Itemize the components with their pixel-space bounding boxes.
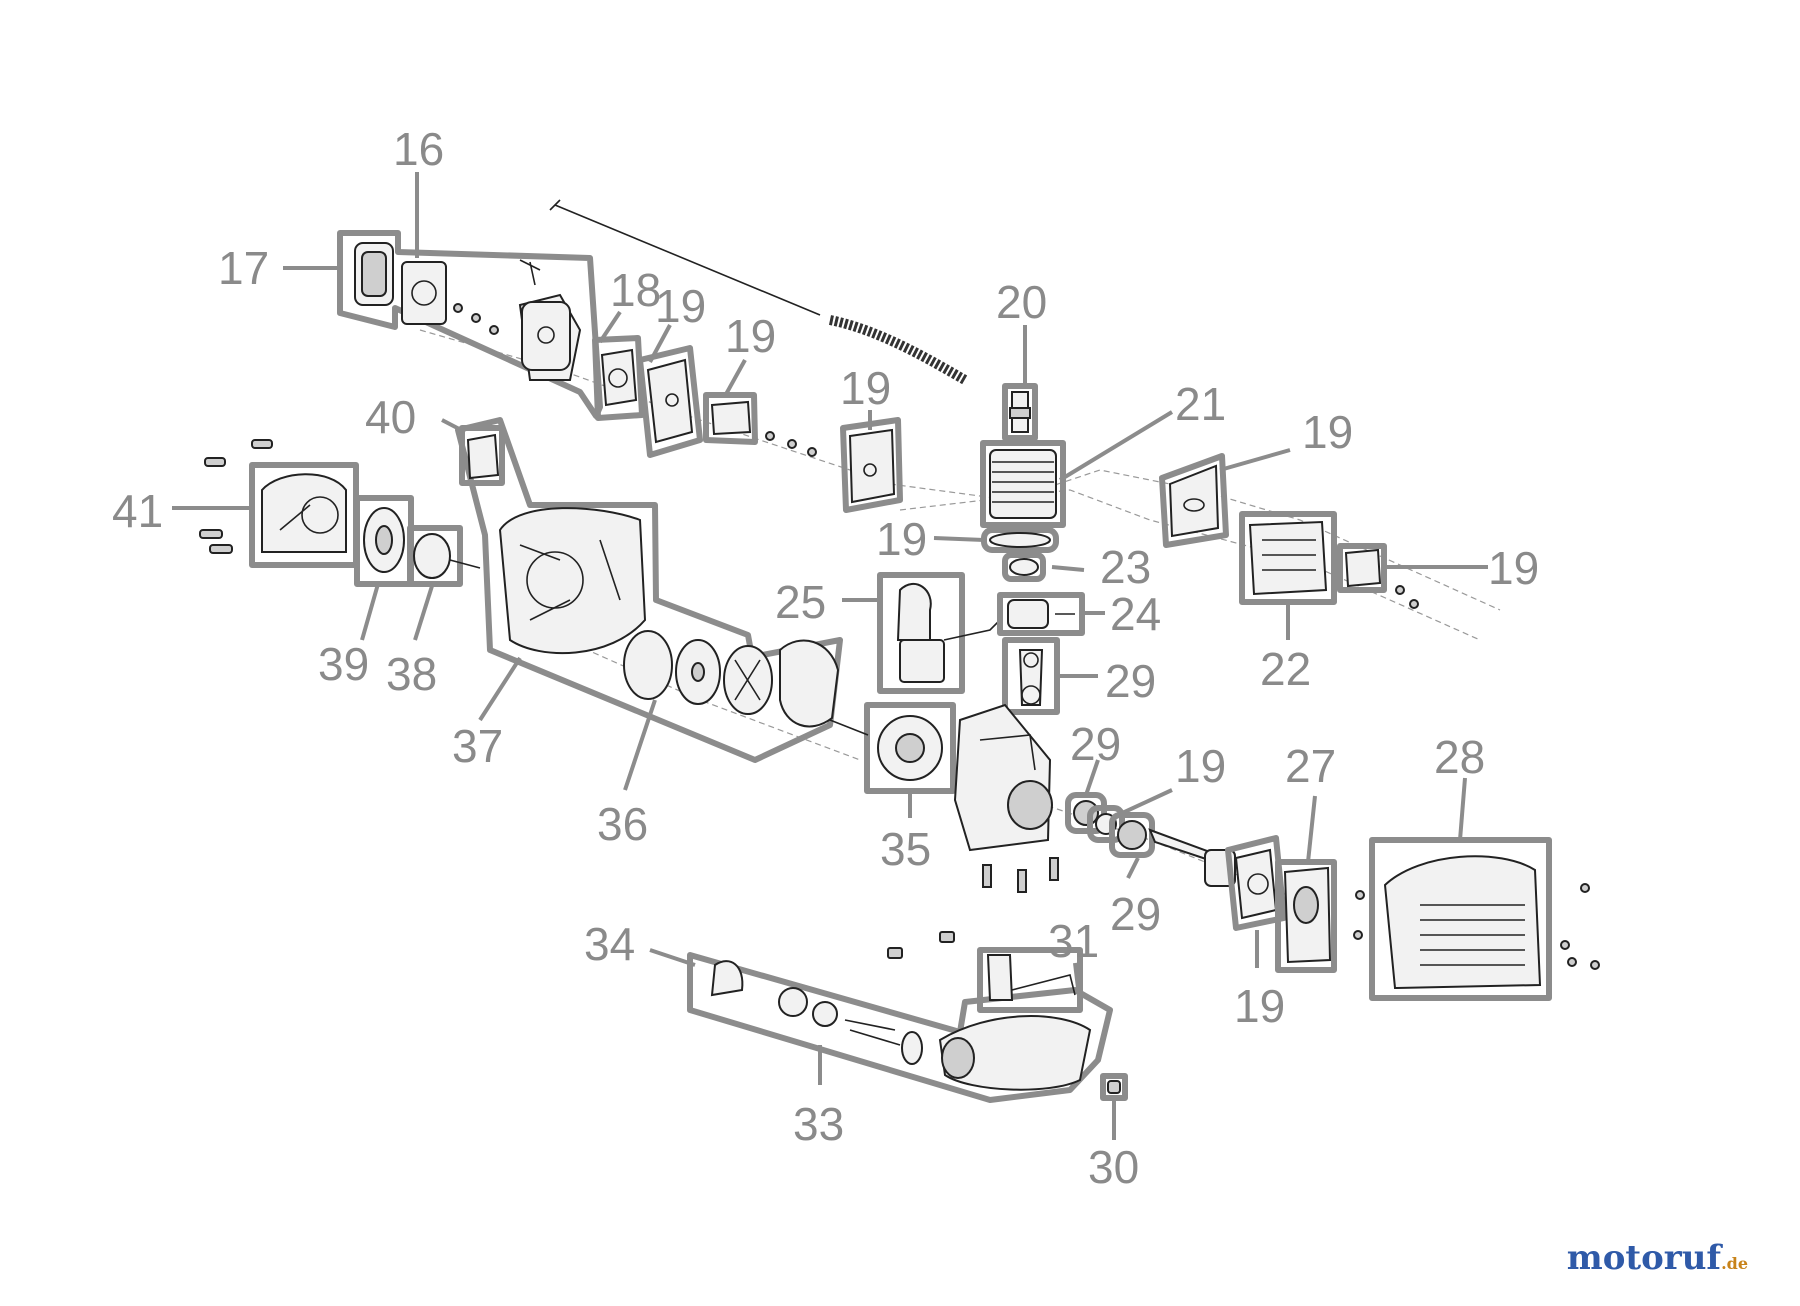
- callout-33: 33: [793, 1098, 844, 1150]
- callout-16: 16: [393, 123, 444, 175]
- callout-19: 19: [840, 362, 891, 414]
- starter-pulley-part: [354, 495, 414, 587]
- callout-19: 19: [655, 280, 706, 332]
- crankcase-half-part: [829, 702, 956, 794]
- watermark-tld: .de: [1721, 1254, 1748, 1273]
- callout-29: 29: [1110, 888, 1161, 940]
- starter-disc-part: [407, 525, 481, 587]
- callout-19: 19: [876, 513, 927, 565]
- callout-39: 39: [318, 638, 369, 690]
- callout-20: 20: [996, 276, 1047, 328]
- watermark-main: motoruf: [1566, 1238, 1722, 1278]
- callout-40: 40: [365, 391, 416, 443]
- crankcase-cover-part: [1275, 859, 1337, 973]
- callout-19: 19: [725, 310, 776, 362]
- ignition-coil-part: [877, 572, 1001, 694]
- spark-plug-part: [1002, 383, 1038, 441]
- carburetor-part: [592, 335, 645, 421]
- callout-17: 17: [218, 242, 269, 294]
- piston-part: [997, 592, 1085, 636]
- callout-35: 35: [880, 823, 931, 875]
- exhaust-flange-gasket: [1337, 543, 1419, 609]
- crankcase-main-part: [953, 703, 1059, 893]
- callout-38: 38: [386, 648, 437, 700]
- callout-30: 30: [1088, 1141, 1139, 1193]
- callout-21: 21: [1175, 378, 1226, 430]
- crankshaft-part: [1148, 828, 1236, 887]
- callout-23: 23: [1100, 541, 1151, 593]
- callout-27: 27: [1285, 740, 1336, 792]
- callout-34: 34: [584, 918, 635, 970]
- callout-25: 25: [775, 576, 826, 628]
- callout-19: 19: [1302, 406, 1353, 458]
- connecting-rod-part: [1002, 637, 1060, 715]
- callout-28: 28: [1434, 731, 1485, 783]
- muffler-part: [1239, 511, 1337, 605]
- callout-19: 19: [1234, 980, 1285, 1032]
- callout-29: 29: [1070, 718, 1121, 770]
- gasket-19c-part: [840, 417, 903, 513]
- cylinder-gaskets: [981, 527, 1059, 582]
- air-filter-group: [337, 230, 603, 419]
- flywheel-assembly-part: [623, 630, 840, 728]
- callout-37: 37: [452, 720, 503, 772]
- callout-19: 19: [1488, 542, 1539, 594]
- callout-19: 19: [1175, 740, 1226, 792]
- callout-31: 31: [1048, 915, 1099, 967]
- callout-24: 24: [1110, 588, 1161, 640]
- muffler-gasket-part: [1159, 453, 1229, 548]
- callout-29: 29: [1105, 655, 1156, 707]
- gasket-lower-part: [1225, 835, 1287, 931]
- recoil-starter-cover-part: [199, 439, 359, 568]
- callout-18: 18: [610, 264, 661, 316]
- engine-cover-part: [1353, 837, 1600, 1001]
- callout-41: 41: [112, 485, 163, 537]
- callout-labels: 16 17 18 19 19 19 20 21 19 19 23 19 22 2…: [112, 123, 1539, 1193]
- fuel-tank-group: [687, 931, 1113, 1103]
- callout-36: 36: [597, 798, 648, 850]
- fuel-cap-part: [1100, 1073, 1128, 1101]
- insulator-19b-part: [703, 392, 817, 457]
- throttle-cable: [549, 199, 968, 385]
- gasket-19a-part: [637, 345, 703, 458]
- motoruf-watermark-logo: motoruf.de: [1567, 1238, 1748, 1278]
- cylinder-part: [980, 440, 1066, 528]
- callout-22: 22: [1260, 643, 1311, 695]
- leader-lines: [172, 172, 1488, 1140]
